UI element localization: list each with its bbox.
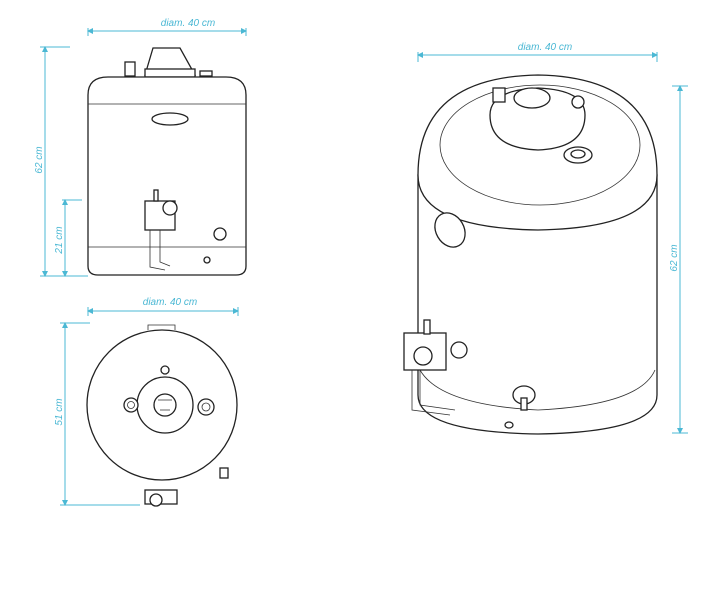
iso-view: diam. 40 cm 62 cm xyxy=(403,42,688,435)
top-width-label: diam. 40 cm xyxy=(143,297,197,308)
iso-valve-knob xyxy=(413,346,433,366)
iso-width-label: diam. 40 cm xyxy=(518,42,572,53)
top-depth-label: 51 cm xyxy=(54,398,65,425)
valve-knob xyxy=(162,200,178,216)
front-body xyxy=(87,76,247,276)
iso-flue-outlet xyxy=(513,87,551,109)
iso-height-label: 62 cm xyxy=(669,244,680,271)
valve-height-label: 21 cm xyxy=(54,226,65,254)
iso-top-cap xyxy=(417,74,658,231)
drain-fitting xyxy=(213,227,227,241)
iso-flue-collar xyxy=(489,87,586,151)
iso-brand-logo xyxy=(434,212,466,248)
inlet-fitting xyxy=(124,61,136,77)
top-view: diam. 40 cm 51 cm xyxy=(54,297,239,507)
brand-logo xyxy=(151,112,189,126)
front-height-label: 62 cm xyxy=(34,146,45,173)
front-width-label: diam. 40 cm xyxy=(161,18,215,29)
front-view: diam. 40 cm 62 cm 21 cm xyxy=(34,18,247,277)
